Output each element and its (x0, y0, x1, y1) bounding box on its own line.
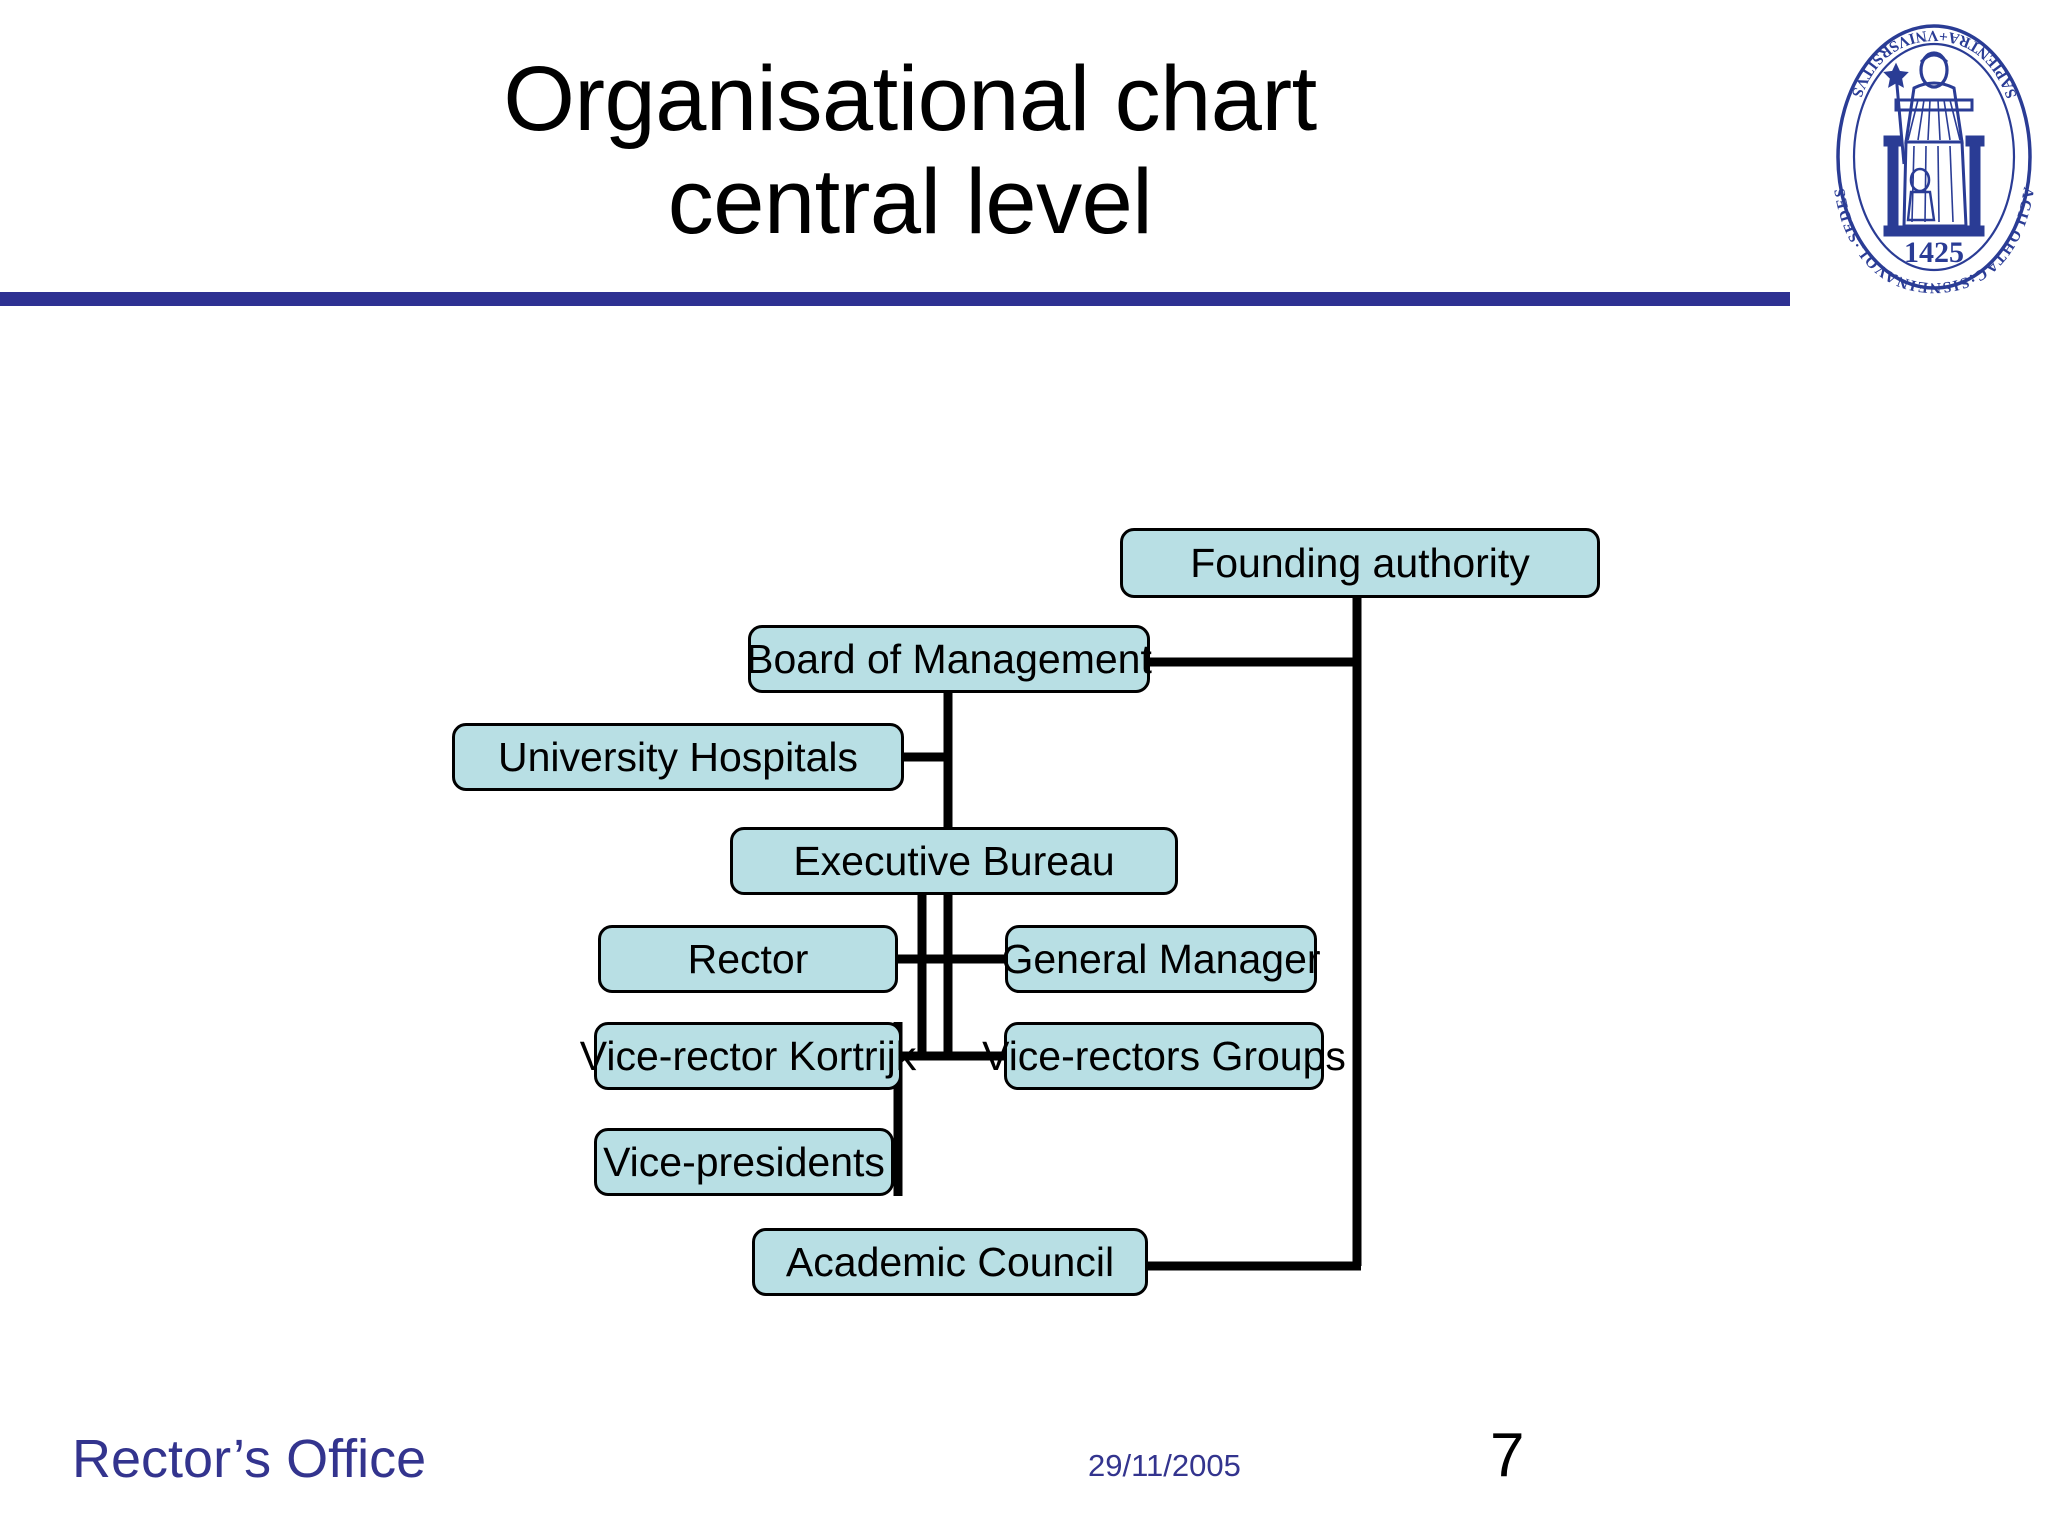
ku-leuven-seal-logo: SVTISRSVINV+ARTNEIPAS ACILOHTAC:SISNEINA… (1826, 14, 2042, 300)
node-label: University Hospitals (498, 733, 858, 780)
node-label: Vice-rector Kortrijk (579, 1032, 917, 1079)
node-label: Board of Management (746, 635, 1152, 682)
node-label: Vice-rectors Groups (982, 1032, 1346, 1079)
node-academic-council[interactable]: Academic Council (752, 1228, 1148, 1296)
title-divider-rule (0, 292, 1790, 306)
svg-text:1425: 1425 (1904, 236, 1964, 269)
node-general-manager[interactable]: General Manager (1001, 925, 1321, 993)
node-executive-bureau[interactable]: Executive Bureau (730, 827, 1178, 895)
node-vice-rectors-groups[interactable]: Vice-rectors Groups (982, 1022, 1346, 1090)
footer-page-number: 7 (1490, 1421, 1525, 1490)
node-board-of-management[interactable]: Board of Management (746, 625, 1152, 693)
node-label: Vice-presidents (603, 1138, 885, 1185)
node-university-hospitals[interactable]: University Hospitals (452, 723, 904, 791)
footer-date: 29/11/2005 (1088, 1448, 1241, 1483)
node-label: Rector (687, 935, 809, 982)
page-title: Organisational chart central level (503, 48, 1317, 254)
footer-organisation: Rector’s Office (72, 1429, 427, 1489)
node-label: Executive Bureau (793, 837, 1115, 884)
node-vice-presidents[interactable]: Vice-presidents (594, 1128, 894, 1196)
node-label: Academic Council (785, 1238, 1115, 1285)
node-vice-rector-kortrijk[interactable]: Vice-rector Kortrijk (580, 1022, 916, 1090)
node-founding-authority[interactable]: Founding authority (1120, 528, 1600, 598)
node-rector[interactable]: Rector (598, 925, 898, 993)
node-label: Founding authority (1190, 539, 1530, 586)
node-label: General Manager (1001, 935, 1321, 982)
